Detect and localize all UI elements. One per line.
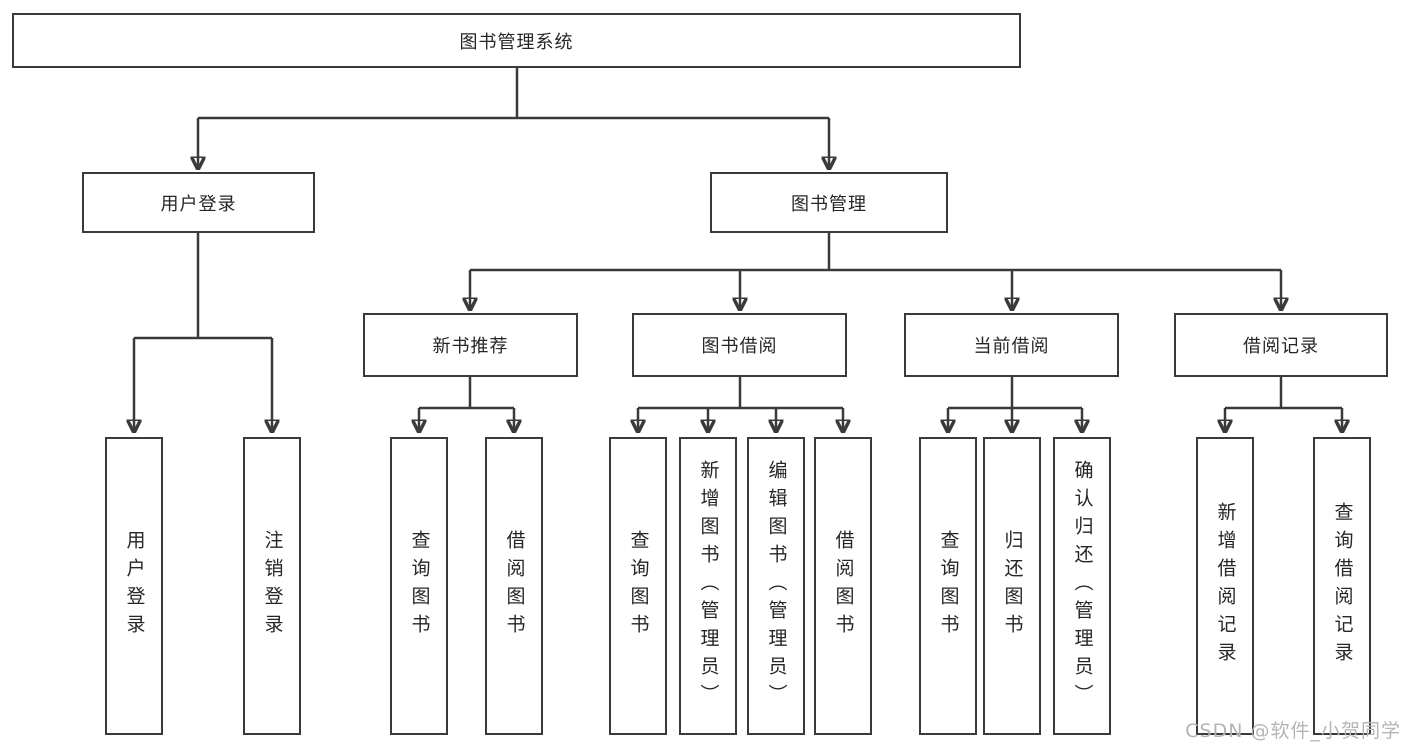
node-current-borrowing: 当前借阅 [904, 313, 1119, 377]
leaf-add-borrowing-record-label: 新增借阅记录 [1214, 502, 1237, 670]
leaf-user-login: 用户登录 [105, 437, 163, 735]
leaf-logout-login-label: 注销登录 [261, 530, 284, 642]
leaf-return-books-label: 归还图书 [1001, 530, 1024, 642]
leaf-query-books-recommend: 查询图书 [390, 437, 448, 735]
leaf-edit-book-admin-label: 编辑图书（管理员） [765, 460, 788, 712]
leaf-query-borrowing-record: 查询借阅记录 [1313, 437, 1371, 735]
leaf-add-book-admin: 新增图书（管理员） [679, 437, 737, 735]
leaf-query-books-recommend-label: 查询图书 [408, 530, 431, 642]
leaf-query-books-current: 查询图书 [919, 437, 977, 735]
leaf-borrow-books-recommend-label: 借阅图书 [503, 530, 526, 642]
watermark: CSDN @软件_小贺同学 [1185, 720, 1401, 742]
leaf-confirm-return-admin-label: 确认归还（管理员） [1071, 460, 1094, 712]
leaf-borrow-books-recommend: 借阅图书 [485, 437, 543, 735]
leaf-return-books: 归还图书 [983, 437, 1041, 735]
leaf-query-books-current-label: 查询图书 [937, 530, 960, 642]
node-book-borrowing: 图书借阅 [632, 313, 847, 377]
leaf-add-book-admin-label: 新增图书（管理员） [697, 460, 720, 712]
leaf-borrow-books-borrowing: 借阅图书 [814, 437, 872, 735]
node-borrowing-records: 借阅记录 [1174, 313, 1388, 377]
leaf-edit-book-admin: 编辑图书（管理员） [747, 437, 805, 735]
leaf-query-borrowing-record-label: 查询借阅记录 [1331, 502, 1354, 670]
leaf-add-borrowing-record: 新增借阅记录 [1196, 437, 1254, 735]
leaf-confirm-return-admin: 确认归还（管理员） [1053, 437, 1111, 735]
leaf-query-books-borrowing-label: 查询图书 [627, 530, 650, 642]
leaf-logout-login: 注销登录 [243, 437, 301, 735]
node-book-management: 图书管理 [710, 172, 948, 233]
leaf-borrow-books-borrowing-label: 借阅图书 [832, 530, 855, 642]
node-new-book-recommendation: 新书推荐 [363, 313, 578, 377]
leaf-query-books-borrowing: 查询图书 [609, 437, 667, 735]
node-library-management-system: 图书管理系统 [12, 13, 1021, 68]
node-user-login: 用户登录 [82, 172, 315, 233]
leaf-user-login-label: 用户登录 [123, 530, 146, 642]
